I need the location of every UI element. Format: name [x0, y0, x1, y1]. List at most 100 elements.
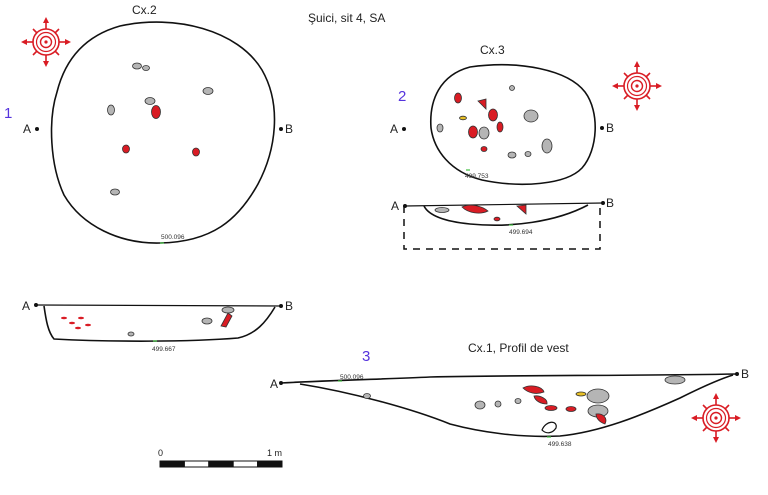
- yellow-find: [575, 391, 587, 397]
- stone: [363, 393, 371, 399]
- elevation-label: 499.694: [509, 229, 533, 236]
- scale-segment: [183, 460, 210, 468]
- figure-1-section: A B 499.667: [22, 299, 293, 353]
- stone: [436, 123, 444, 133]
- point-a-label: A: [391, 199, 399, 213]
- point-a-marker: [402, 127, 406, 131]
- stone: [434, 207, 450, 213]
- ceramic-fragment: [493, 216, 501, 222]
- point-b-marker: [279, 127, 283, 131]
- ceramic-fragment: [151, 105, 161, 119]
- ceramic-fragment: [69, 321, 75, 325]
- scale-start-label: 0: [158, 448, 163, 458]
- ceramic-fragment: [192, 147, 200, 157]
- elevation-label: 499.667: [152, 346, 176, 353]
- point-b-label: B: [285, 122, 293, 136]
- figure-2-plan: Cx.3 2 A B 499.753: [390, 43, 663, 186]
- figure-3-number: 3: [362, 348, 370, 365]
- point-a-label: A: [23, 122, 31, 136]
- ceramic-fragment: [468, 125, 478, 139]
- stone-cluster: [107, 62, 214, 196]
- stone: [127, 331, 135, 337]
- pit-outline: [50, 21, 276, 244]
- scale-bar: 0 1 m: [158, 448, 283, 468]
- stone: [523, 109, 539, 123]
- finds-in-section: [434, 204, 527, 222]
- ceramic-fragment: [533, 395, 548, 405]
- ceramic-fragment: [565, 406, 577, 412]
- point-b-label: B: [741, 367, 749, 381]
- point-b-marker: [600, 126, 604, 130]
- ceramic-fragment: [61, 316, 67, 320]
- scale-segment: [159, 460, 185, 468]
- pit-profile: [423, 204, 589, 226]
- point-b-label: B: [606, 121, 614, 135]
- ceramic-fragment: [85, 323, 91, 327]
- stone: [507, 151, 517, 159]
- elevation-label-bottom: 499.638: [548, 441, 572, 448]
- stone: [478, 126, 490, 140]
- pit-profile: [43, 305, 276, 342]
- section-line: [35, 304, 282, 307]
- ceramic-fragment: [516, 204, 527, 215]
- stone: [586, 388, 610, 404]
- stone: [132, 62, 142, 70]
- pit-outline: [429, 64, 596, 186]
- stone: [142, 65, 150, 71]
- stone: [541, 138, 553, 154]
- finds-in-section: [61, 306, 235, 337]
- point-b-label: B: [606, 196, 614, 210]
- scale-segments: [159, 460, 283, 468]
- stone: [664, 375, 686, 385]
- figure-1-plan: Cx.2 1 A B 500.096: [4, 3, 293, 244]
- scale-end-label: 1 m: [267, 448, 282, 458]
- point-a-label: A: [270, 377, 278, 391]
- ceramic-fragment: [461, 204, 489, 214]
- elevation-label: 499.753: [465, 173, 489, 180]
- figure-2-section: A B 499.694: [391, 196, 614, 250]
- excavation-frame: [403, 204, 601, 250]
- stone: [509, 85, 515, 91]
- section-line: [404, 202, 604, 207]
- scale-segment: [257, 460, 283, 468]
- ceramic-fragment: [220, 312, 233, 328]
- figure-2-number: 2: [398, 88, 406, 105]
- stone: [514, 398, 522, 404]
- compass-rose-icon: [611, 60, 663, 112]
- ceramic-fragment: [522, 385, 545, 394]
- ceramic-fragment: [477, 98, 487, 110]
- ceramic-fragment: [595, 413, 607, 425]
- compass-rose-icon: [20, 16, 72, 68]
- point-a-marker: [35, 127, 39, 131]
- figure-3-label: Cx.1, Profil de vest: [468, 341, 569, 355]
- stone: [201, 317, 213, 325]
- figure-2-label: Cx.3: [480, 43, 505, 57]
- ceramic-fragment: [496, 121, 504, 133]
- point-a-label: A: [22, 299, 30, 313]
- finds-in-plan: [436, 85, 553, 159]
- compass-rose-icon: [690, 392, 742, 444]
- point-b-label: B: [285, 299, 293, 313]
- scale-segment: [232, 460, 259, 468]
- ceramic-fragment: [454, 92, 462, 104]
- yellow-find: [459, 115, 467, 121]
- figure-3-profile: Cx.1, Profil de vest 3 A B 500.096 499.6…: [270, 341, 749, 448]
- stone: [144, 97, 156, 105]
- ceramic-fragment: [544, 405, 558, 411]
- profile-bottom-line: [299, 374, 734, 438]
- stone: [221, 306, 235, 314]
- elevation-label-left: 500.096: [340, 374, 364, 381]
- ceramic-fragment: [488, 108, 498, 122]
- ceramic-fragment: [480, 146, 488, 152]
- ceramic-fragment: [75, 326, 81, 330]
- scale-segment: [208, 460, 234, 468]
- stone: [107, 104, 115, 116]
- profile-top-line: [280, 373, 738, 384]
- ceramic-fragment: [122, 144, 130, 154]
- ceramic-fragment: [78, 316, 84, 320]
- stone: [524, 151, 532, 157]
- stone: [541, 421, 557, 434]
- stone: [474, 400, 486, 410]
